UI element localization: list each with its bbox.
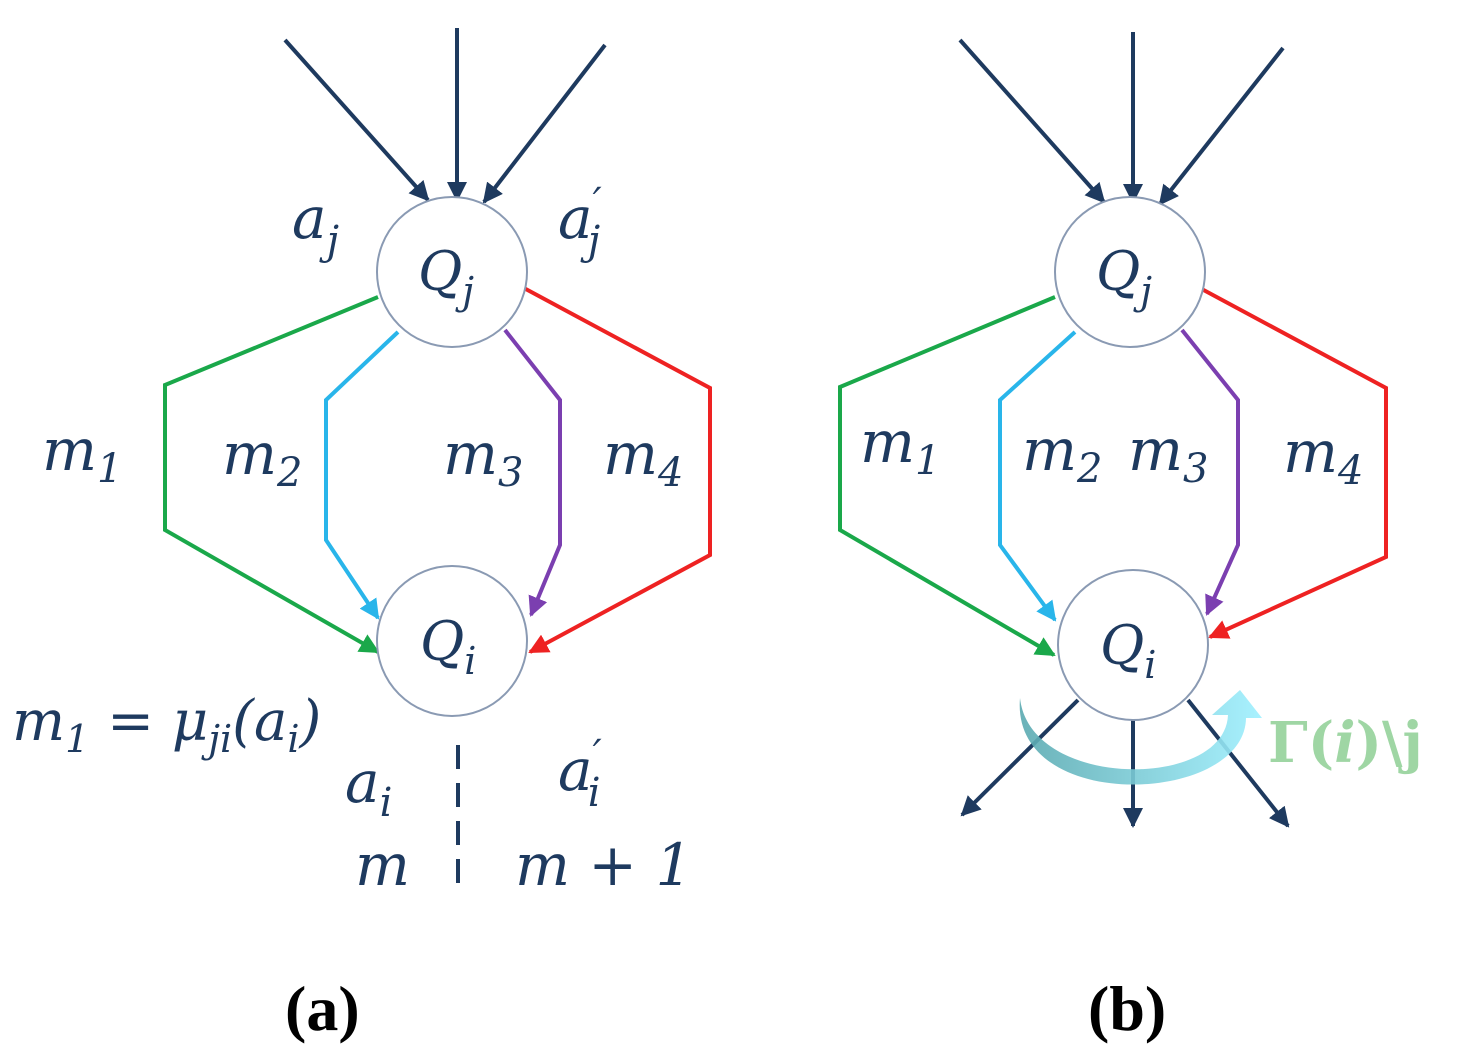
message-path-m2 — [324, 330, 400, 620]
panel-a: Qj Qi aj a′j m1 m2 m3 m4 m1 = μji(ai) ai… — [12, 28, 712, 1044]
incoming-edge-right — [482, 43, 607, 204]
label-ai-prime: a′i — [558, 732, 602, 816]
label-m4-a: m4 — [603, 420, 683, 496]
message-path-m3 — [1180, 328, 1240, 616]
message-path-m1 — [838, 295, 1056, 657]
outgoing-edge-right — [1186, 698, 1290, 828]
gamma-neighbors-label: Γ(i)\j — [1268, 710, 1423, 776]
equation-m1-mu: m1 = μji(ai) — [12, 689, 321, 761]
node-qi-a: Qi — [376, 565, 528, 717]
node-qj-b: Qj — [1054, 196, 1206, 348]
message-path-m4 — [521, 285, 712, 654]
label-m1-b: m1 — [860, 408, 940, 484]
caption-a: (a) — [285, 973, 360, 1044]
outgoing-edge-left — [960, 698, 1080, 817]
message-path-m4 — [1197, 285, 1388, 639]
label-m4-b: m4 — [1283, 418, 1363, 494]
label-m2-b: m2 — [1022, 416, 1102, 492]
incoming-edges-a — [283, 28, 607, 204]
label-m3-b: m3 — [1128, 416, 1208, 492]
svg-text:Qj: Qj — [1096, 240, 1152, 313]
message-path-m2 — [998, 330, 1077, 622]
incoming-edge-left — [283, 38, 430, 202]
svg-text:Qi: Qi — [420, 610, 476, 683]
label-m3-a: m3 — [443, 420, 523, 496]
panel-b: Qj Qi m1 m2 m3 m4 Γ(i)\j (b) — [838, 32, 1423, 1044]
svg-text:Qj: Qj — [418, 240, 474, 313]
caption-b: (b) — [1088, 973, 1166, 1044]
label-aj-prime: a′j — [558, 180, 602, 264]
node-qi-b: Qi — [1057, 569, 1209, 721]
incoming-edge-left — [958, 38, 1106, 204]
label-m2-a: m2 — [222, 420, 302, 496]
message-path-m1 — [163, 295, 380, 654]
incoming-edge-right — [1158, 46, 1285, 206]
label-ai: ai — [345, 748, 392, 826]
node-qj-a: Qj — [376, 196, 528, 348]
svg-text:Qi: Qi — [1100, 614, 1156, 687]
label-m-plus-1: m + 1 — [515, 831, 692, 899]
label-aj: aj — [292, 184, 339, 264]
curved-aggregation-arrow — [1019, 690, 1262, 785]
label-m: m — [355, 831, 410, 899]
label-m1-a: m1 — [42, 416, 122, 492]
message-path-m3 — [503, 328, 562, 617]
incoming-edges-b — [958, 32, 1285, 206]
